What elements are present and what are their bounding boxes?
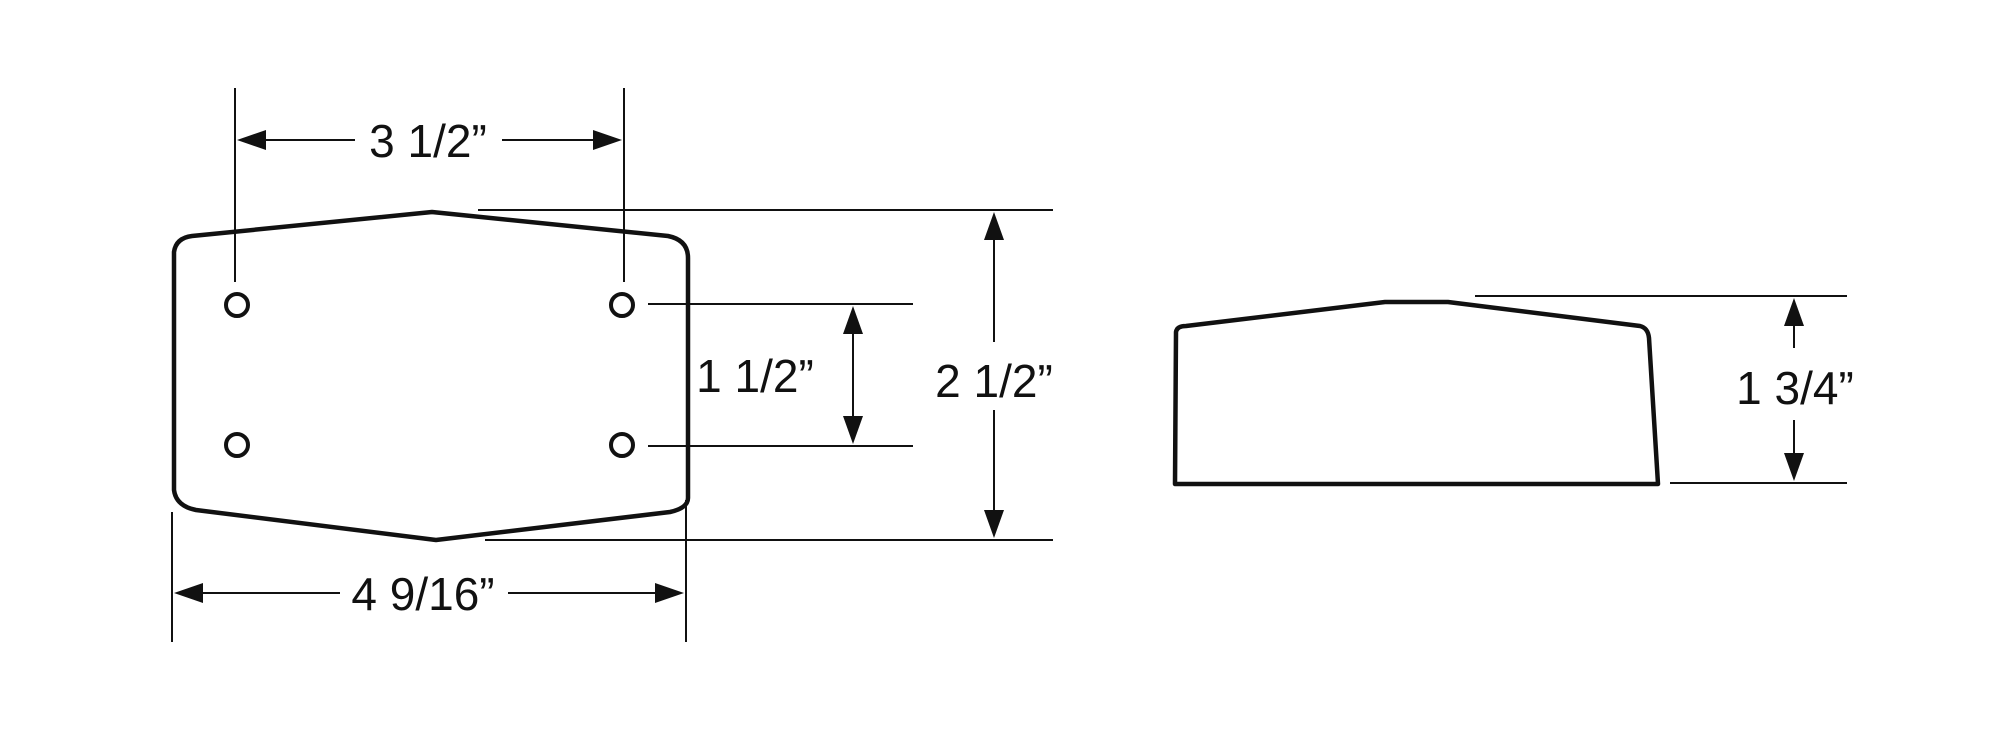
dim-hole-spacing-horizontal-label: 3 1/2” (369, 115, 487, 167)
side-profile-outline (1172, 299, 1661, 487)
dim-hole-spacing-vertical-label: 1 1/2” (696, 350, 814, 402)
side-view: 1 3/4” (1172, 295, 1854, 487)
mounting-hole-top-left (224, 292, 250, 318)
dim-overall-height-label: 2 1/2” (935, 355, 1053, 407)
dim-hole-spacing-horizontal: 3 1/2” (234, 88, 625, 282)
mounting-hole-bottom-left (224, 432, 250, 458)
front-view: 3 1/2” 1 1/2” 2 1/2” (171, 88, 1053, 642)
mounting-hole-top-right (609, 292, 635, 318)
mounting-hole-bottom-right (609, 432, 635, 458)
dim-overall-width: 4 9/16” (171, 500, 687, 642)
dim-overall-width-label: 4 9/16” (351, 568, 494, 620)
dim-side-height-label: 1 3/4” (1736, 362, 1854, 414)
dim-overall-height: 2 1/2” (478, 209, 1053, 541)
dim-side-height: 1 3/4” (1475, 295, 1854, 484)
front-plate-outline (171, 209, 691, 543)
dim-hole-spacing-vertical: 1 1/2” (648, 303, 913, 447)
